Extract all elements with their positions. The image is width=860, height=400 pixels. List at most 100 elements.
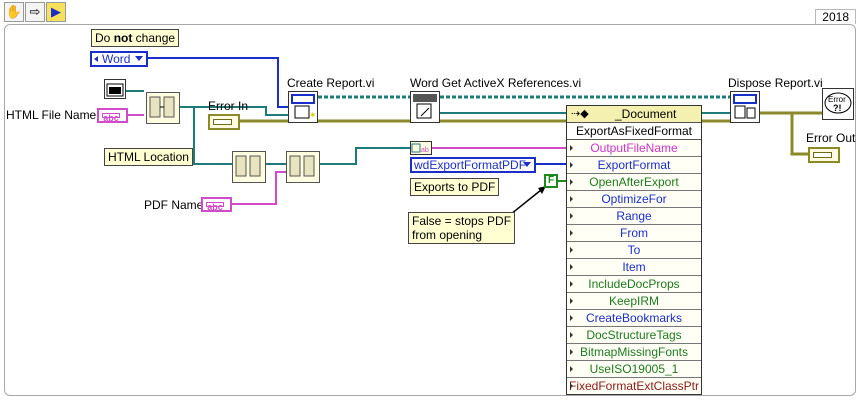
string-icon: abc <box>206 202 224 212</box>
invoke-param-row[interactable]: IncludeDocProps <box>567 276 701 293</box>
invoke-param-row[interactable]: UseISO19005_1 <box>567 361 701 378</box>
invoke-param-row[interactable]: From <box>567 225 701 242</box>
invoke-param-label: OutputFileName <box>590 141 678 155</box>
invoke-param-label: From <box>620 226 648 240</box>
error-dialog-text: Error <box>828 95 846 104</box>
strip-path-node[interactable] <box>232 151 266 183</box>
version-tab: 2018 <box>815 9 856 24</box>
run-arrow-button[interactable]: ▶ <box>46 2 66 22</box>
input-terminal-icon <box>570 162 573 168</box>
invoke-param-row[interactable]: OpenAfterExport <box>567 174 701 191</box>
input-terminal-icon <box>570 298 573 304</box>
invoke-param-row[interactable]: Item <box>567 259 701 276</box>
arrow-icon: ⇨ <box>29 4 41 19</box>
invoke-param-row[interactable]: KeepIRM <box>567 293 701 310</box>
word-get-activex-label: Word Get ActiveX References.vi <box>410 76 582 90</box>
invoke-param-label: Range <box>616 209 652 223</box>
input-terminal-icon <box>570 264 573 270</box>
invoke-param-label: FixedFormatExtClassPtr <box>568 379 700 393</box>
string-icon: abc <box>102 113 120 123</box>
path-to-string-wire <box>318 147 410 165</box>
invoke-param-label: CreateBookmarks <box>585 311 683 325</box>
invoke-method[interactable]: ExportAsFixedFormat <box>567 123 701 140</box>
invoke-param-label: DocStructureTags <box>586 328 682 342</box>
input-terminal-icon <box>570 281 573 287</box>
error-in-control[interactable] <box>208 114 240 130</box>
invoke-param-label: IncludeDocProps <box>588 277 680 291</box>
html-file-name-control[interactable]: abc <box>97 108 128 123</box>
invoke-param-label: UseISO19005_1 <box>589 362 679 376</box>
report-new-icon: ✶ <box>291 94 317 120</box>
activex-ref-icon <box>413 94 437 119</box>
create-report-label: Create Report.vi <box>287 76 375 90</box>
play-icon: ▶ <box>51 4 61 19</box>
input-terminal-icon <box>570 349 573 355</box>
html-location-note: HTML Location <box>104 148 193 166</box>
invoke-param-label: BitmapMissingFonts <box>579 345 689 359</box>
input-terminal-icon <box>570 213 573 219</box>
folder-icon <box>106 83 124 97</box>
word-get-activex-vi[interactable] <box>410 91 440 123</box>
input-terminal-icon <box>570 366 573 372</box>
error-dialog-icon: Error?! <box>824 92 852 114</box>
build-path-icon <box>149 96 175 118</box>
path-to-string-node[interactable]: ab <box>410 141 432 155</box>
enum-left-icon <box>94 56 98 62</box>
invoke-param-row[interactable]: CreateBookmarks <box>567 310 701 327</box>
invoke-param-row[interactable]: DocStructureTags <box>567 327 701 344</box>
dispose-report-label: Dispose Report.vi <box>728 76 823 90</box>
input-terminal-icon <box>570 145 573 151</box>
invoke-node-header: ⇢◆ _Document <box>567 106 701 123</box>
block-diagram-frame <box>4 24 856 396</box>
run-hand-icon[interactable]: ✋ <box>4 2 24 22</box>
svg-text:✶: ✶ <box>309 110 317 120</box>
svg-text:?!: ?! <box>833 103 842 113</box>
trash-icon <box>733 94 757 119</box>
dispose-report-vi[interactable] <box>730 91 760 123</box>
report-type-wire <box>148 57 288 108</box>
invoke-param-label: OpenAfterExport <box>589 175 679 189</box>
invoke-param-label: Item <box>622 260 646 274</box>
export-format-enum[interactable]: wdExportFormatPDF <box>410 157 536 173</box>
invoke-param-label: OptimizeFor <box>601 192 667 206</box>
invoke-param-row[interactable]: OutputFileName <box>567 140 701 157</box>
chevron-down-icon <box>523 162 531 167</box>
exports-to-pdf-note: Exports to PDF <box>410 178 500 196</box>
step-arrow-icon[interactable]: ⇨ <box>25 2 45 22</box>
error-wire-5 <box>760 111 808 156</box>
invoke-param-row[interactable]: ExportFormat <box>567 157 701 174</box>
error-in-label: Error In <box>208 99 249 113</box>
invoke-param-row[interactable]: Range <box>567 208 701 225</box>
build-path-node[interactable] <box>146 92 180 124</box>
invoke-param-row[interactable]: FixedFormatExtClassPtr <box>567 378 701 394</box>
invoke-param-label: KeepIRM <box>608 294 660 308</box>
pdf-name-label: PDF Name <box>144 198 204 212</box>
simple-error-handler-vi[interactable]: Error?! <box>822 88 854 120</box>
open-after-export-constant[interactable]: F <box>544 174 558 188</box>
input-terminal-icon <box>570 230 573 236</box>
build-pdf-path-icon <box>289 155 315 177</box>
invoke-param-row[interactable]: OptimizeFor <box>567 191 701 208</box>
html-file-name-label: HTML File Name <box>6 108 97 122</box>
path-to-string-icon: ab <box>411 143 429 154</box>
create-report-vi[interactable]: ✶ <box>288 91 318 123</box>
input-terminal-icon <box>570 332 573 338</box>
do-not-change-note: Do not change <box>91 29 180 47</box>
error-out-indicator[interactable] <box>808 147 840 163</box>
chevron-down-icon <box>135 56 143 61</box>
input-terminal-icon <box>570 383 573 389</box>
input-terminal-icon <box>570 179 573 185</box>
invoke-param-row[interactable]: To <box>567 242 701 259</box>
strip-path-icon <box>235 155 261 177</box>
pdf-name-control[interactable]: abc <box>201 197 232 212</box>
svg-text:ab: ab <box>421 147 429 154</box>
invoke-param-row[interactable]: BitmapMissingFonts <box>567 344 701 361</box>
default-directory-icon <box>104 79 126 99</box>
hand-icon: ✋ <box>5 4 23 19</box>
note-arrowhead <box>538 186 546 194</box>
input-terminal-icon <box>570 247 573 253</box>
build-pdf-path-node[interactable] <box>286 151 320 183</box>
html-location-wire <box>180 106 288 116</box>
invoke-node[interactable]: ⇢◆ _Document ExportAsFixedFormat OutputF… <box>566 105 702 395</box>
report-type-enum[interactable]: Word <box>90 51 148 67</box>
